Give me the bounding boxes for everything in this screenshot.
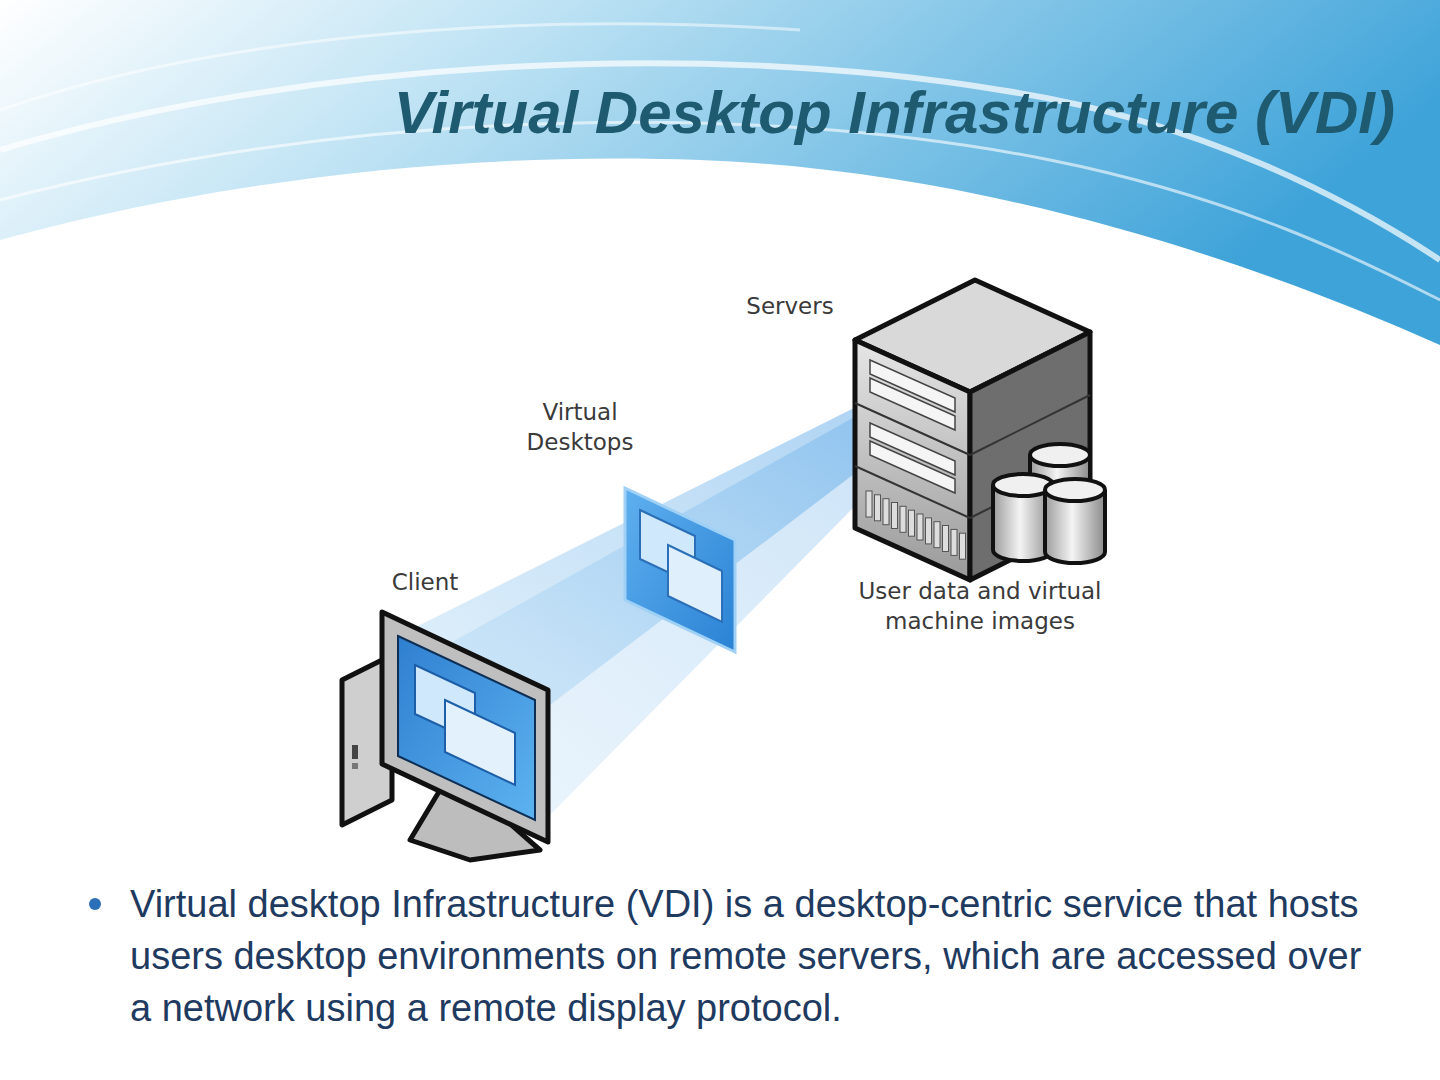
drive-bay	[875, 495, 881, 521]
bullet-text: Virtual desktop Infrastructure (VDI) is …	[130, 878, 1390, 1034]
drive-bay	[951, 529, 957, 555]
drive-bay	[892, 503, 898, 529]
client-label: Client	[345, 567, 505, 597]
drive-bay	[926, 518, 932, 544]
drive-bay	[934, 522, 940, 548]
drive-bay	[866, 491, 872, 517]
drive-bay	[900, 506, 906, 532]
drive-bay	[960, 533, 966, 559]
server-label: Servers	[700, 291, 880, 321]
drive-bay	[883, 499, 889, 525]
slide-title: Virtual Desktop Infrastructure (VDI)	[394, 78, 1395, 147]
storage-label: User data and virtual machine images	[830, 576, 1130, 636]
drive-bay	[909, 510, 915, 536]
virtual-desktop-label: Virtual Desktops	[500, 397, 660, 457]
drive-bay	[917, 514, 923, 540]
drive-bay	[943, 526, 949, 552]
